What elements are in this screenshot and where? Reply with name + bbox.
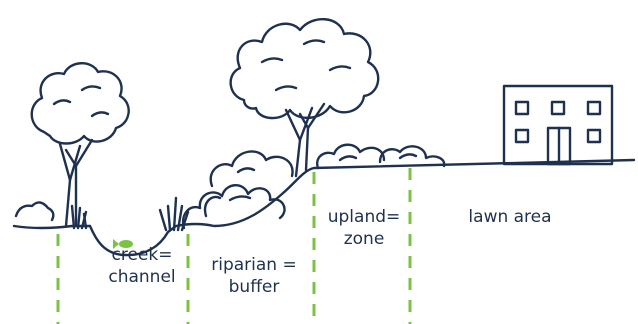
- creek-label-line1: creek=: [111, 245, 173, 265]
- left-tree-icon: [30, 62, 130, 228]
- riparian-label-line2: buffer: [228, 277, 280, 297]
- riparian-shrubs-icon: [181, 150, 294, 230]
- upland-label-line1: upland=: [327, 207, 401, 227]
- riparian-buffer-label: riparian = buffer: [198, 254, 310, 298]
- left-bush-icon: [14, 201, 55, 222]
- upland-label-line2: zone: [343, 229, 385, 249]
- fish-icon: [113, 239, 133, 249]
- upland-zone-label: upland= zone: [312, 206, 416, 250]
- lawn-label-line1: lawn area: [468, 207, 552, 227]
- zone-dividers: [56, 168, 412, 324]
- ground-line: [12, 158, 636, 257]
- creek-label-line2: channel: [108, 267, 176, 287]
- creek-channel-label: creek= channel: [98, 244, 186, 288]
- upland-shrubs-icon: [316, 143, 446, 170]
- left-grass-icon: [70, 204, 88, 230]
- riparian-label-line1: riparian =: [211, 255, 297, 275]
- house-icon: [502, 84, 614, 166]
- lawn-area-label: lawn area: [440, 206, 580, 228]
- riparian-tree-icon: [229, 17, 380, 178]
